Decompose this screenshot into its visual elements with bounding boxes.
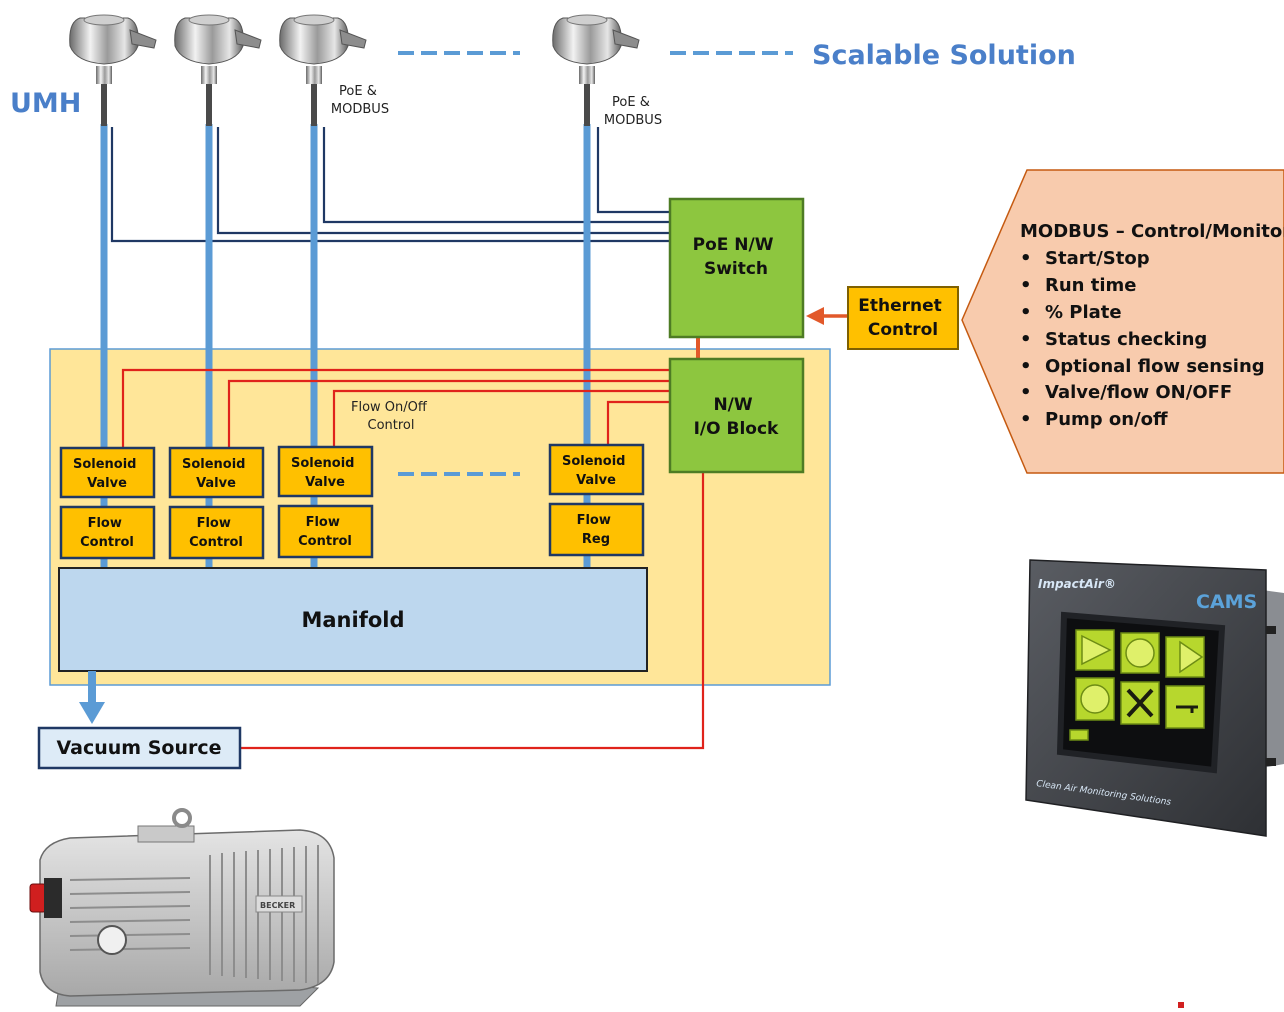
valve-stack-4: Solenoid Valve Flow Reg <box>548 443 645 557</box>
poe-cables <box>110 127 670 243</box>
pump-nameplate <box>255 895 303 913</box>
control-wire-2 <box>227 379 670 448</box>
poe-switch-box <box>668 197 805 339</box>
modbus-panel <box>961 169 1284 474</box>
valve-stack-2: Solenoid Valve Flow Control <box>168 446 265 560</box>
percent-icon <box>1125 638 1155 668</box>
svg-text:Flow Reg: Flow Reg <box>577 513 616 547</box>
modbus-item-6: Valve/flow ON/OFF <box>1045 382 1232 403</box>
poe-cable-2 <box>216 127 670 235</box>
svg-text:Solenoid Valve: Solenoid Valve <box>182 457 250 491</box>
solenoid-valve-3 <box>277 445 374 498</box>
modbus-bullet-2: • <box>1020 275 1032 296</box>
modbus-item-1: Start/Stop <box>1045 248 1150 269</box>
umh-label: UMH <box>10 88 81 119</box>
ethernet-control-box <box>847 286 959 350</box>
manifold-box <box>58 567 648 672</box>
solenoid-valve-4 <box>548 443 645 496</box>
poe-cable-3 <box>322 127 670 224</box>
control-wire-1 <box>121 368 670 448</box>
umh-sensor-4 <box>552 14 640 126</box>
control-wire-3 <box>332 389 670 448</box>
solenoid-valve-2 <box>168 446 265 499</box>
io-block-label: N/W I/O Block <box>694 395 779 439</box>
poe-cable-1 <box>110 127 670 243</box>
modbus-item-4: Status checking <box>1045 329 1207 350</box>
flow-control-2 <box>168 505 265 560</box>
svg-text:Flow Control: Flow Control <box>80 516 134 550</box>
device-side-clip-top <box>1266 626 1276 634</box>
svg-text:Solenoid Valve: Solenoid Valve <box>73 457 141 491</box>
flow-control-1 <box>59 505 156 560</box>
ethernet-control-label: Ethernet Control <box>858 296 947 340</box>
flow-onoff-label: Flow On/Off Control <box>351 400 431 433</box>
valve-stack-1: Solenoid Valve Flow Control <box>59 446 156 560</box>
modbus-bullet-6: • <box>1020 382 1032 403</box>
vacuum-source-label: Vacuum Source <box>57 737 222 759</box>
forward-icon <box>1179 640 1204 674</box>
modbus-item-5: Optional flow sensing <box>1045 356 1265 377</box>
scalable-dashes <box>398 51 793 476</box>
manifold-label: Manifold <box>301 608 404 632</box>
control-wire-4 <box>606 400 670 445</box>
pump-red-valve <box>29 883 47 913</box>
modbus-bullet-5: • <box>1020 356 1032 377</box>
screen-icons <box>1069 629 1205 741</box>
modbus-item-3: % Plate <box>1045 302 1122 323</box>
modbus-bullet-7: • <box>1020 409 1032 430</box>
key-icon <box>1176 705 1198 713</box>
modbus-panel-title: MODBUS – Control/Monitor <box>1020 221 1284 242</box>
modbus-bullet-3: • <box>1020 302 1032 323</box>
svg-text:Flow Control: Flow Control <box>189 516 243 550</box>
vacuum-source-box <box>37 726 242 770</box>
modbus-bullet-4: • <box>1020 329 1032 350</box>
back-button <box>1069 729 1089 741</box>
corner-mark <box>1178 1002 1184 1008</box>
poe-cable-4 <box>596 127 670 214</box>
play-icon <box>1081 634 1112 666</box>
svg-text:Solenoid Valve: Solenoid Valve <box>562 454 630 488</box>
svg-text:Solenoid Valve: Solenoid Valve <box>291 456 359 490</box>
modbus-bullet-1: • <box>1020 248 1032 269</box>
pump-brand: BECKER <box>260 901 295 910</box>
becker-vacuum-pump: BECKER <box>29 808 335 1007</box>
umh-sensor-2 <box>174 14 262 126</box>
impactair-device: ImpactAir® CAMS Clean Air Monitoring Sol… <box>1025 559 1284 837</box>
svg-text:Flow Control: Flow Control <box>298 515 352 549</box>
modbus-list: • Start/Stop • Run time • % Plate • Stat… <box>1020 248 1265 430</box>
flow-reg-4 <box>548 502 645 557</box>
io-block-box <box>668 357 805 474</box>
modbus-item-2: Run time <box>1045 275 1137 296</box>
ethernet-arrow-head <box>806 307 824 325</box>
vacuum-arrow-head <box>79 702 105 724</box>
impactair-brand: ImpactAir® <box>1038 577 1116 591</box>
poe-switch-label: PoE N/W Switch <box>693 235 780 279</box>
device-side-clip-bottom <box>1266 758 1276 766</box>
poe-modbus-label-2: PoE & MODBUS <box>604 95 662 128</box>
pump-gauge <box>97 925 127 955</box>
cams-logo: CAMS <box>1196 591 1257 613</box>
pump-control-wire <box>241 472 705 750</box>
control-wires <box>121 368 705 750</box>
umh-sensor-1 <box>69 14 157 126</box>
modbus-item-7: Pump on/off <box>1045 409 1168 430</box>
flow-control-3 <box>277 504 374 559</box>
tools-icon <box>1126 688 1154 718</box>
poe-modbus-label-1: PoE & MODBUS <box>331 84 389 117</box>
clock-icon <box>1080 684 1110 714</box>
solenoid-valve-1 <box>59 446 156 499</box>
valve-stack-3: Solenoid Valve Flow Control <box>277 445 374 559</box>
scalable-solution-label: Scalable Solution <box>812 40 1076 71</box>
umh-sensor-3 <box>279 14 367 126</box>
